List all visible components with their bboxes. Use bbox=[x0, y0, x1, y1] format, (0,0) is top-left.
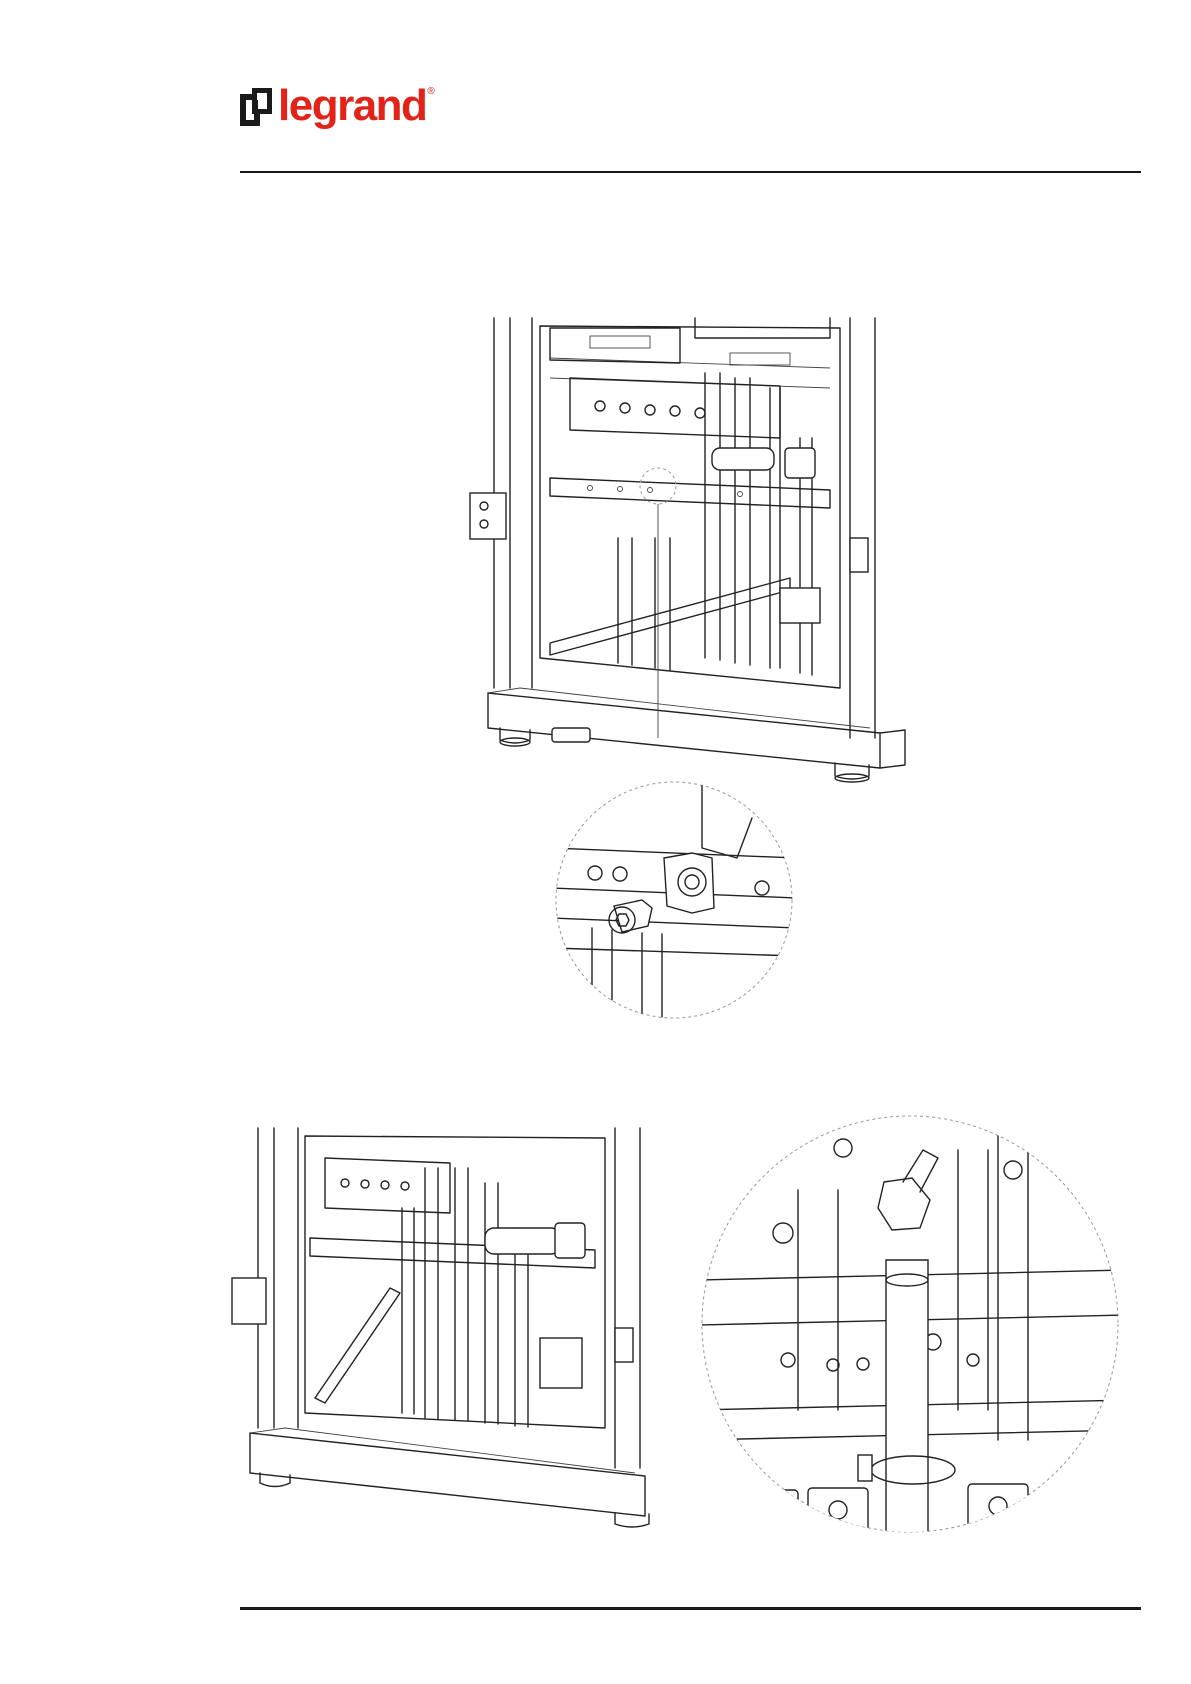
header-rule bbox=[240, 171, 1141, 173]
registered-mark: ® bbox=[427, 86, 434, 97]
bracket-screw-detail bbox=[552, 778, 796, 1022]
cable-clamp-detail bbox=[698, 1110, 1128, 1540]
cabinet-open-front-view bbox=[480, 318, 920, 838]
cabinet-with-cable-installed bbox=[240, 1128, 670, 1558]
brand-name: legrand bbox=[278, 84, 426, 128]
brand-logo: legrand ® bbox=[240, 84, 435, 128]
footer-rule bbox=[240, 1607, 1141, 1610]
legrand-logo-icon bbox=[240, 88, 272, 128]
